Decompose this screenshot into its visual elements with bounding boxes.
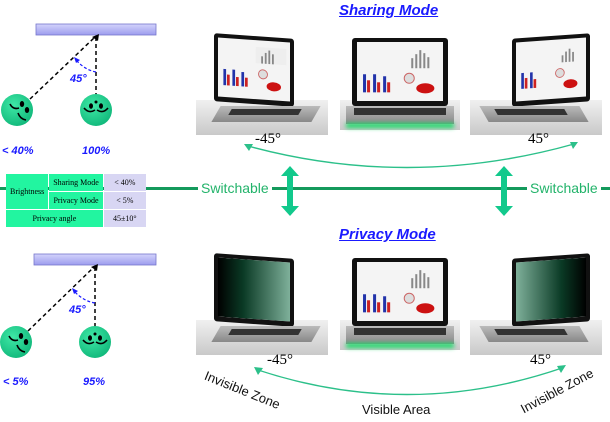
privacy-left-brightness: < 5% [3, 376, 29, 388]
sharing-center-brightness: 100% [82, 145, 111, 157]
switchable-label-left: Switchable [198, 180, 272, 196]
angle-arrow-icon [74, 57, 80, 63]
arrowhead-icon [92, 34, 99, 41]
privacy-mode-label: Privacy Mode [49, 192, 103, 209]
privacy-filter-overlay [515, 257, 587, 322]
dashboard-screen [356, 42, 444, 101]
privacy-filter-overlay [218, 257, 290, 322]
brightness-label: Brightness [6, 174, 49, 209]
dashboard-screen [515, 37, 587, 102]
laptop-left-sharing [196, 30, 328, 135]
angle-arc [73, 290, 96, 304]
sharing-left-angle: -45° [255, 131, 281, 147]
dashboard-screen [218, 257, 290, 322]
privacy-view-arc [254, 365, 566, 396]
display-panel-bar [33, 253, 157, 266]
switch-divider-line [0, 187, 610, 190]
oblique-sightline [29, 36, 96, 100]
viewer-face-left-icon [1, 94, 33, 126]
sharing-mode-label: Sharing Mode [49, 174, 103, 191]
display-panel-bar [35, 23, 157, 36]
angle-arrow-icon [72, 288, 78, 294]
privacy-right-angle: 45° [530, 352, 551, 368]
spec-table: Brightness Sharing Mode < 40% Privacy Mo… [5, 173, 147, 228]
arrowhead-icon [91, 264, 98, 271]
sharing-right-angle: 45° [528, 131, 549, 147]
viewer-face-left-icon [0, 326, 32, 358]
privacy-viewing-diagram: 45° [0, 253, 157, 358]
privacy-angle-label: Privacy angle [6, 210, 103, 227]
viewer-face-center-icon [79, 326, 111, 358]
sharing-mode-title: Sharing Mode [339, 2, 439, 19]
switch-arrow-left-icon [281, 166, 299, 216]
laptop-left-privacy [196, 250, 328, 355]
sharing-viewing-diagram: 45° [1, 23, 157, 126]
dashboard-screen [218, 37, 290, 102]
laptop-right-privacy [470, 250, 602, 355]
laptop-right-sharing [470, 30, 602, 135]
privacy-mode-value: < 5% [103, 192, 146, 209]
sharing-mode-value: < 40% [103, 174, 146, 191]
sharing-view-angle: 45° [69, 73, 87, 85]
privacy-mode-title: Privacy Mode [339, 226, 436, 243]
privacy-angle-value: 45±10° [103, 210, 146, 227]
laptop-center-sharing [340, 30, 460, 135]
switch-arrow-right-icon [495, 166, 513, 216]
sharing-view-arc [244, 142, 578, 169]
privacy-center-brightness: 95% [83, 376, 106, 388]
dashboard-screen [356, 262, 444, 321]
viewer-face-center-icon [80, 94, 112, 126]
privacy-left-angle: -45° [267, 352, 293, 368]
oblique-sightline [27, 266, 95, 332]
switchable-label-right: Switchable [527, 180, 601, 196]
visible-area-label: Visible Area [362, 402, 431, 417]
privacy-view-angle: 45° [68, 304, 86, 316]
sharing-left-brightness: < 40% [2, 145, 34, 157]
laptop-center-privacy [340, 250, 460, 355]
angle-arc [75, 59, 97, 73]
dashboard-screen [515, 257, 587, 322]
